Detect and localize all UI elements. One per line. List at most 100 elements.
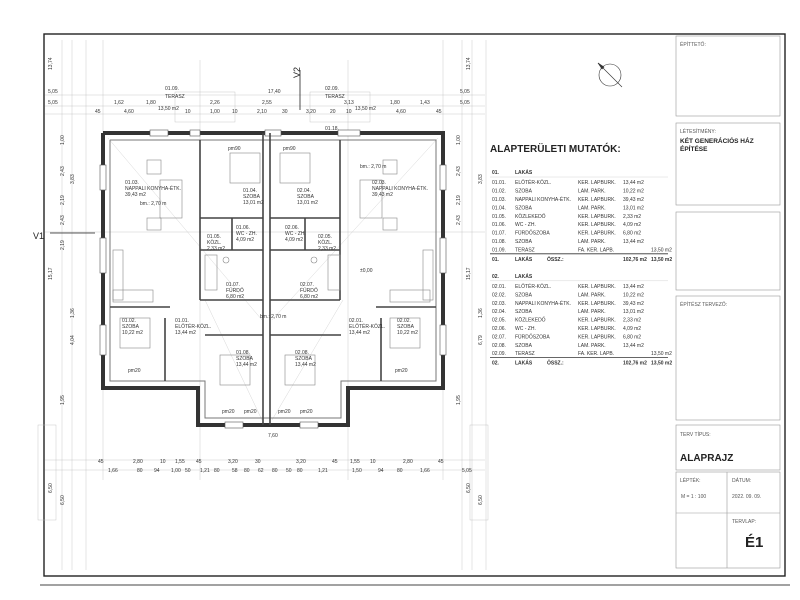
table-cell: 02.02. (492, 292, 506, 298)
dimension-text: 2,43 (456, 215, 462, 225)
table-cell: KÖZLEKEDŐ (515, 213, 546, 220)
room-label: 13,44 m2 (295, 362, 316, 368)
room-label: 02.01. (349, 318, 363, 324)
table-cell: KÖZLEKEDŐ (515, 317, 546, 324)
table-cell: 2,33 m2 (623, 318, 641, 324)
room-label: 01.07. (226, 282, 240, 288)
dimension-text: 62 (258, 468, 264, 474)
dimension-text: 80 (214, 468, 220, 474)
room-label: 13,44 m2 (175, 330, 196, 336)
dimension-text: 20 (330, 109, 336, 115)
plan-note: pm20 (244, 409, 257, 415)
exterior-walls (101, 131, 445, 427)
table-cell: LAM. PARK. (578, 239, 606, 245)
plan-note: pm20 (222, 409, 235, 415)
section-lines (50, 70, 301, 234)
room-label: 4,09 m2 (285, 237, 303, 243)
plan-note: pm90 (283, 146, 296, 152)
plan-note: pm20 (300, 409, 313, 415)
dimension-text: 2,43 (456, 166, 462, 176)
dimension-text: 50 (286, 468, 292, 474)
unit-label: LAKÁS (515, 169, 533, 176)
table-cell: TERASZ (515, 351, 535, 357)
room-labels: 01.03.NAPPALI KONYHA-ÉTK.39,43 m201.04.S… (122, 86, 428, 368)
table-cell: SZOBA (515, 239, 533, 245)
table-cell: FA. KER. LAPB. (578, 247, 614, 253)
plan-note: bm.: 2,70 m (260, 314, 286, 320)
table-cell: 02.03. (492, 301, 506, 307)
table-cell: ELŐTÉR-KÖZL. (515, 283, 551, 290)
terrace-label: TERASZ (325, 94, 345, 100)
dimension-text: 3,20 (306, 109, 316, 115)
table-cell: FÜRDŐSZOBA (515, 230, 550, 237)
room-label: 01.06. (236, 225, 250, 231)
dimension-text: 1,80 (146, 100, 156, 106)
room-label: WC - ZH. (285, 231, 306, 237)
sheet-value: É1 (745, 534, 763, 551)
dimension-text: 5,05 (462, 468, 472, 474)
level-mark: ±0,00 (360, 268, 373, 274)
room-label: FÜRDŐ (226, 287, 244, 294)
terrace-label: 13,50 m2 (158, 106, 179, 112)
dimension-text: 10 (346, 109, 352, 115)
room-label: 10,22 m2 (397, 330, 418, 336)
dimension-text: 2,80 (403, 459, 413, 465)
interior-walls (110, 133, 436, 425)
dimension-text: 6,50 (60, 495, 66, 505)
table-cell: FA. KER. LAPB. (578, 351, 614, 357)
dimension-text: 4,60 (124, 109, 134, 115)
table-cell: 39,43 m2 (623, 301, 644, 307)
room-label: SZOBA (295, 356, 313, 362)
terrace-label: TERASZ (165, 94, 185, 100)
table-cell: 2,33 m2 (623, 214, 641, 220)
dimension-text: 3,20 (296, 459, 306, 465)
dimension-text: 94 (378, 468, 384, 474)
dimension-text: 2,80 (133, 459, 143, 465)
room-label: SZOBA (122, 324, 140, 330)
dimension-text: 13,74 (48, 57, 54, 70)
dimension-text: 1,95 (60, 395, 66, 405)
dimension-text: 45 (95, 109, 101, 115)
dimension-text: 6,50 (478, 495, 484, 505)
dimension-text: 6,79 (478, 335, 484, 345)
room-label: 02.04. (297, 188, 311, 194)
room-label: 01.05. (207, 234, 221, 240)
table-total-cell: LAKÁS (515, 360, 533, 367)
table-cell: LAM. PARK. (578, 292, 606, 298)
dimension-text: 2,26 (210, 100, 220, 106)
dimension-text: 7,60 (268, 433, 278, 439)
dimension-text: 1,62 (114, 100, 124, 106)
dimension-text: 1,55 (175, 459, 185, 465)
plan-note: bm.: 2,70 m (360, 164, 386, 170)
table-cell: 02.09. (492, 351, 506, 357)
table-total-cell: ÖSSZ.: (547, 360, 564, 367)
room-label: NAPPALI KONYHA-ÉTK. (372, 185, 428, 192)
plan-note: pm20 (395, 368, 408, 374)
dimension-text: 1,00 (210, 109, 220, 115)
dimension-text: 13,74 (466, 57, 472, 70)
table-cell: 13,50 m2 (651, 351, 672, 357)
dimension-text: 45 (98, 459, 104, 465)
room-label: KÖZL. (318, 239, 332, 246)
table-cell: NAPPALI KONYHA-ÉTK. (515, 196, 571, 203)
dimension-text: 1,66 (108, 468, 118, 474)
room-label: 2,33 m2 (318, 246, 336, 252)
dimension-text: 15,17 (466, 267, 472, 280)
dimension-text: 5,05 (460, 100, 470, 106)
room-label: NAPPALI KONYHA-ÉTK. (125, 185, 181, 192)
table-cell: LAM. PARK. (578, 309, 606, 315)
dimension-text: 1,50 (352, 468, 362, 474)
table-cell: KER. LAPBURK. (578, 326, 616, 332)
dimension-text: 1,00 (171, 468, 181, 474)
dimension-text: 2,55 (262, 100, 272, 106)
dimension-text: 17,40 (268, 89, 281, 95)
dimension-text: 80 (272, 468, 278, 474)
room-label: 02.03. (372, 180, 386, 186)
room-label: 02.08. (295, 350, 309, 356)
table-total-cell: 102,76 m2 (623, 257, 647, 263)
room-label: KÖZL. (207, 239, 221, 246)
table-cell: 02.08. (492, 343, 506, 349)
table-cell: 01.03. (492, 197, 506, 203)
